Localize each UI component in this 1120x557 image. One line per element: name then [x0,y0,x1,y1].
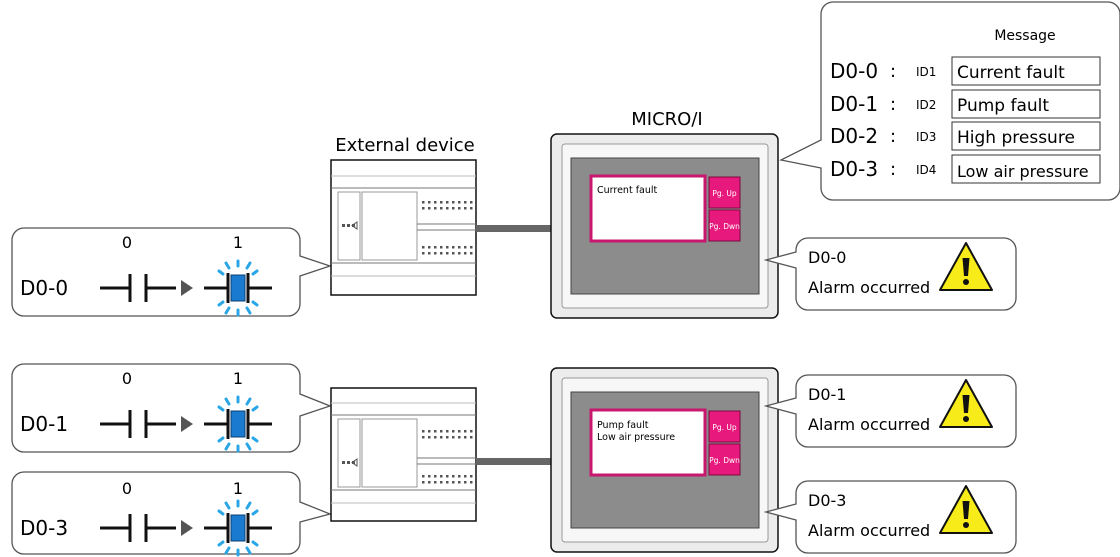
message-header: Message [994,28,1055,44]
bit-after-label: 1 [233,369,243,388]
message-row-id: ID3 [916,130,936,144]
warning-triangle-icon [939,242,993,291]
screen-message-line: Pump fault [597,420,649,431]
micro-i-panel [550,367,779,553]
connection-cable [476,225,551,232]
plc-device [330,159,477,296]
message-display-window [589,174,707,243]
alarm-device-label: D0-3 [808,491,846,510]
terminal-dots-bottom [422,246,473,255]
message-row-separator: : [890,126,896,147]
play-arrow-icon [181,280,193,296]
contact-symbol-icon [100,274,176,302]
message-row-text: High pressure [957,128,1075,148]
message-row-id: ID2 [916,98,936,112]
bit-device-label: D0-3 [20,516,68,540]
bit-callout-d0-3: 0 1 D0-3 [11,471,333,555]
message-row-separator: : [890,61,896,82]
page-down-button[interactable]: Pg. Dwn [708,209,741,242]
message-row-device: D0-2 [830,124,878,148]
message-row-separator: : [890,94,896,115]
message-row-text: Current fault [957,63,1065,83]
page-down-label: Pg. Dwn [709,222,740,231]
message-row-id: ID1 [916,65,936,79]
alarm-text: Alarm occurred [808,521,930,540]
message-row-separator: : [890,159,896,180]
contact-symbol-icon [100,514,176,542]
page-down-label: Pg. Dwn [709,456,740,465]
micro-i-panel [550,133,779,319]
alarm-text: Alarm occurred [808,278,930,297]
micro-i-label: MICRO/I [631,109,702,130]
page-up-button[interactable]: Pg. Up [708,176,741,209]
message-display-window [589,408,707,477]
bit-after-label: 1 [233,479,243,498]
message-row-device: D0-1 [830,92,878,116]
warning-triangle-icon [939,379,993,428]
alarm-callout-d0-0: D0-0 Alarm occurred [763,237,1017,311]
flashing-coil-icon [204,395,272,453]
page-up-label: Pg. Up [712,423,737,432]
play-arrow-icon [181,416,193,432]
screen-message-line: Current fault [597,185,658,196]
page-up-button[interactable]: Pg. Up [708,410,741,443]
bit-callout-d0-1: 0 1 D0-1 [11,363,332,453]
alarm-device-label: D0-0 [808,248,846,267]
contact-symbol-icon [100,410,176,438]
flashing-coil-icon [204,259,272,317]
bit-before-label: 0 [122,479,132,498]
alarm-text: Alarm occurred [808,415,930,434]
plc-device [330,387,477,522]
message-callout: Message D0-0 : ID1 Current fault D0-1 : … [779,1,1120,201]
bit-after-label: 1 [233,233,243,252]
terminal-dots-top [422,201,473,210]
message-row-device: D0-0 [830,59,878,83]
screen-message-line: Low air pressure [597,432,675,443]
alarm-device-label: D0-1 [808,385,846,404]
page-up-label: Pg. Up [712,189,737,198]
alarm-callout-d0-3: D0-3 Alarm occurred [763,480,1017,554]
page-down-button[interactable]: Pg. Dwn [708,443,741,476]
message-row: D0-2 : ID3 High pressure [830,121,1101,151]
message-row: D0-1 : ID2 Pump fault [830,89,1101,119]
message-row-text: Low air pressure [957,162,1089,181]
flashing-coil-icon [204,499,272,557]
terminal-dots-top [422,430,473,439]
terminal-dots-bottom [422,475,473,484]
message-row: D0-3 : ID4 Low air pressure [830,154,1101,184]
message-row-text: Pump fault [957,96,1049,116]
bit-device-label: D0-1 [20,412,68,436]
bit-callout-d0-0: 0 1 D0-0 [11,227,333,317]
message-row-id: ID4 [916,163,936,177]
connection-cable [476,458,551,465]
message-row-device: D0-3 [830,157,878,181]
bit-before-label: 0 [122,233,132,252]
bit-before-label: 0 [122,369,132,388]
alarm-callout-d0-1: D0-1 Alarm occurred [763,374,1017,448]
message-row: D0-0 : ID1 Current fault [830,56,1101,86]
warning-triangle-icon [939,485,993,534]
bit-device-label: D0-0 [20,276,68,300]
play-arrow-icon [181,520,193,536]
external-device-label: External device [335,135,475,156]
